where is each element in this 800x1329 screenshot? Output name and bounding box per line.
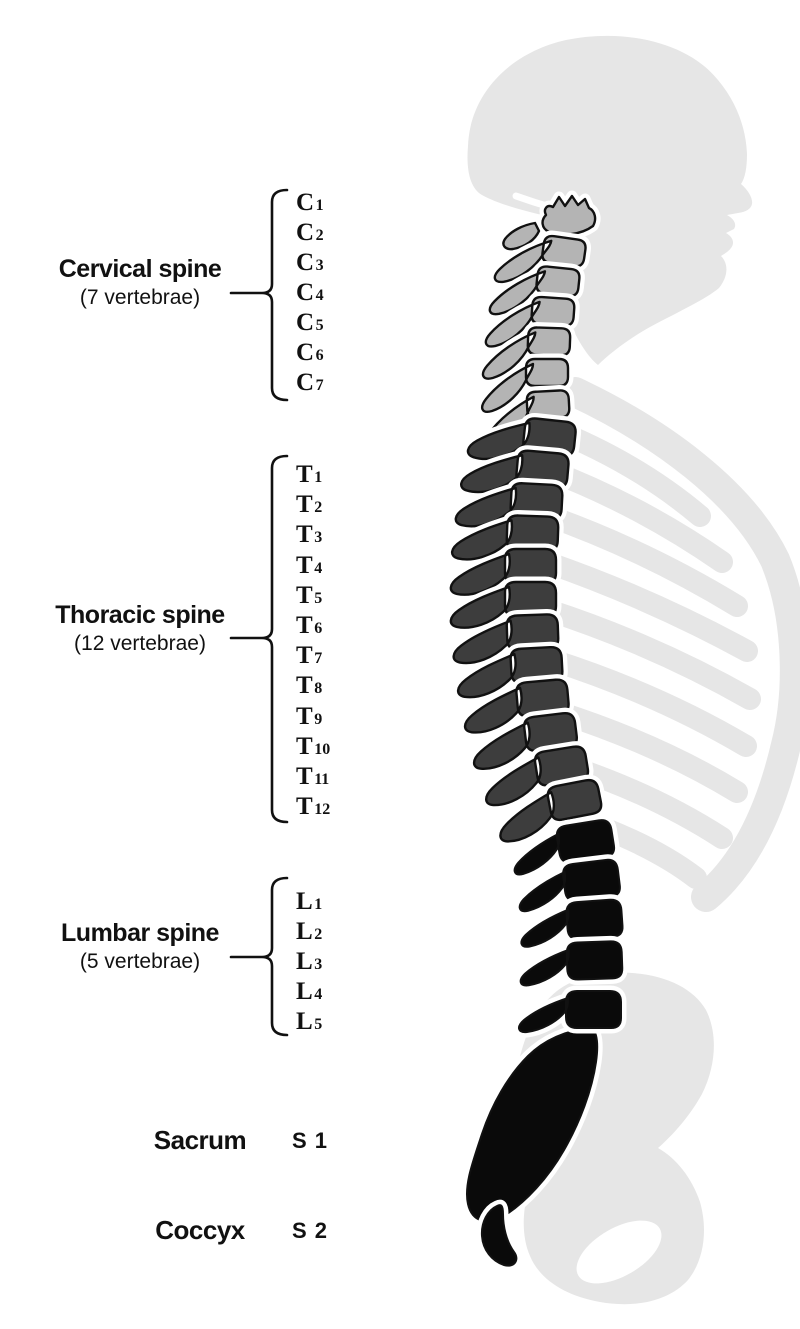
vertebra-label: L 3: [296, 948, 323, 975]
vertebra-label: C 5: [296, 309, 324, 336]
coccyx-code: S 2: [292, 1218, 329, 1243]
lumbar-section-label: Lumbar spine (5 vertebrae): [35, 919, 245, 974]
vertebra-label: T 12: [296, 793, 331, 821]
vertebra-label: L 1: [296, 888, 323, 915]
thoracic-title: Thoracic spine: [55, 601, 225, 629]
rib: [541, 649, 757, 757]
coccyx-shape: [476, 1199, 522, 1272]
vertebra-label: C 4: [296, 279, 324, 306]
pelvis-opening: [576, 1220, 662, 1284]
rib: [547, 701, 748, 803]
sacrum-code: S 1: [292, 1128, 329, 1153]
rib: [537, 599, 761, 710]
rib-cage-edge: [560, 377, 800, 912]
cervical-subtitle: (7 vertebrae): [79, 286, 201, 309]
vertebra-label: C 1: [296, 189, 324, 216]
coccyx-label: Coccyx: [155, 1215, 245, 1245]
lumbar-title: Lumbar spine: [61, 919, 219, 947]
lumbar-vertebrae: [509, 819, 624, 1032]
thoracic-bracket: [229, 454, 289, 824]
vertebra-label: T 6: [296, 611, 323, 639]
vertebra-label: T 8: [296, 672, 323, 700]
sacrum-label: Sacrum: [153, 1125, 247, 1155]
lumbar-vertebra-list: L 1 L 2 L 3 L 4 L 5: [296, 887, 322, 1037]
vertebra-label: L 5: [296, 1008, 323, 1035]
thoracic-section-label: Thoracic spine (12 vertebrae): [35, 601, 245, 656]
vertebra-label: T 5: [296, 581, 323, 609]
vertebra-label: T 10: [296, 732, 331, 760]
vertebra-label: C 7: [296, 369, 324, 396]
rib: [535, 504, 748, 617]
vertebra-label: L 2: [296, 918, 323, 945]
vertebra-label: T 11: [296, 762, 330, 790]
vertebra-label: T 1: [296, 461, 323, 488]
lumbar-subtitle: (5 vertebrae): [79, 950, 201, 973]
vertebra-label: C 2: [296, 219, 324, 246]
vertebra-label: T 3: [296, 521, 323, 549]
thoracic-subtitle: (12 vertebrae): [74, 632, 206, 655]
rib: [535, 551, 758, 662]
vertebra-label: L 4: [296, 978, 323, 1005]
vertebra-label: T 2: [296, 491, 323, 519]
vertebra-label: C 6: [296, 339, 324, 366]
vertebra-label: T 4: [296, 551, 323, 579]
vertebra-label: T 9: [296, 702, 323, 730]
lumbar-bracket: [229, 876, 289, 1037]
cervical-vertebra-list: C 1 C 2 C 3 C 4 C 5 C 6 C 7: [296, 188, 324, 398]
cervical-bracket: [229, 188, 289, 402]
section-brackets: [229, 188, 289, 1037]
vertebra-label: C 3: [296, 249, 324, 276]
cervical-section-label: Cervical spine (7 vertebrae): [35, 255, 245, 310]
thoracic-vertebra-list: T 1 T 2 T 3 T 4 T 5 T 6 T 7 T 8: [296, 460, 330, 822]
vertebra-label: T 7: [296, 642, 323, 670]
cervical-title: Cervical spine: [58, 255, 222, 283]
